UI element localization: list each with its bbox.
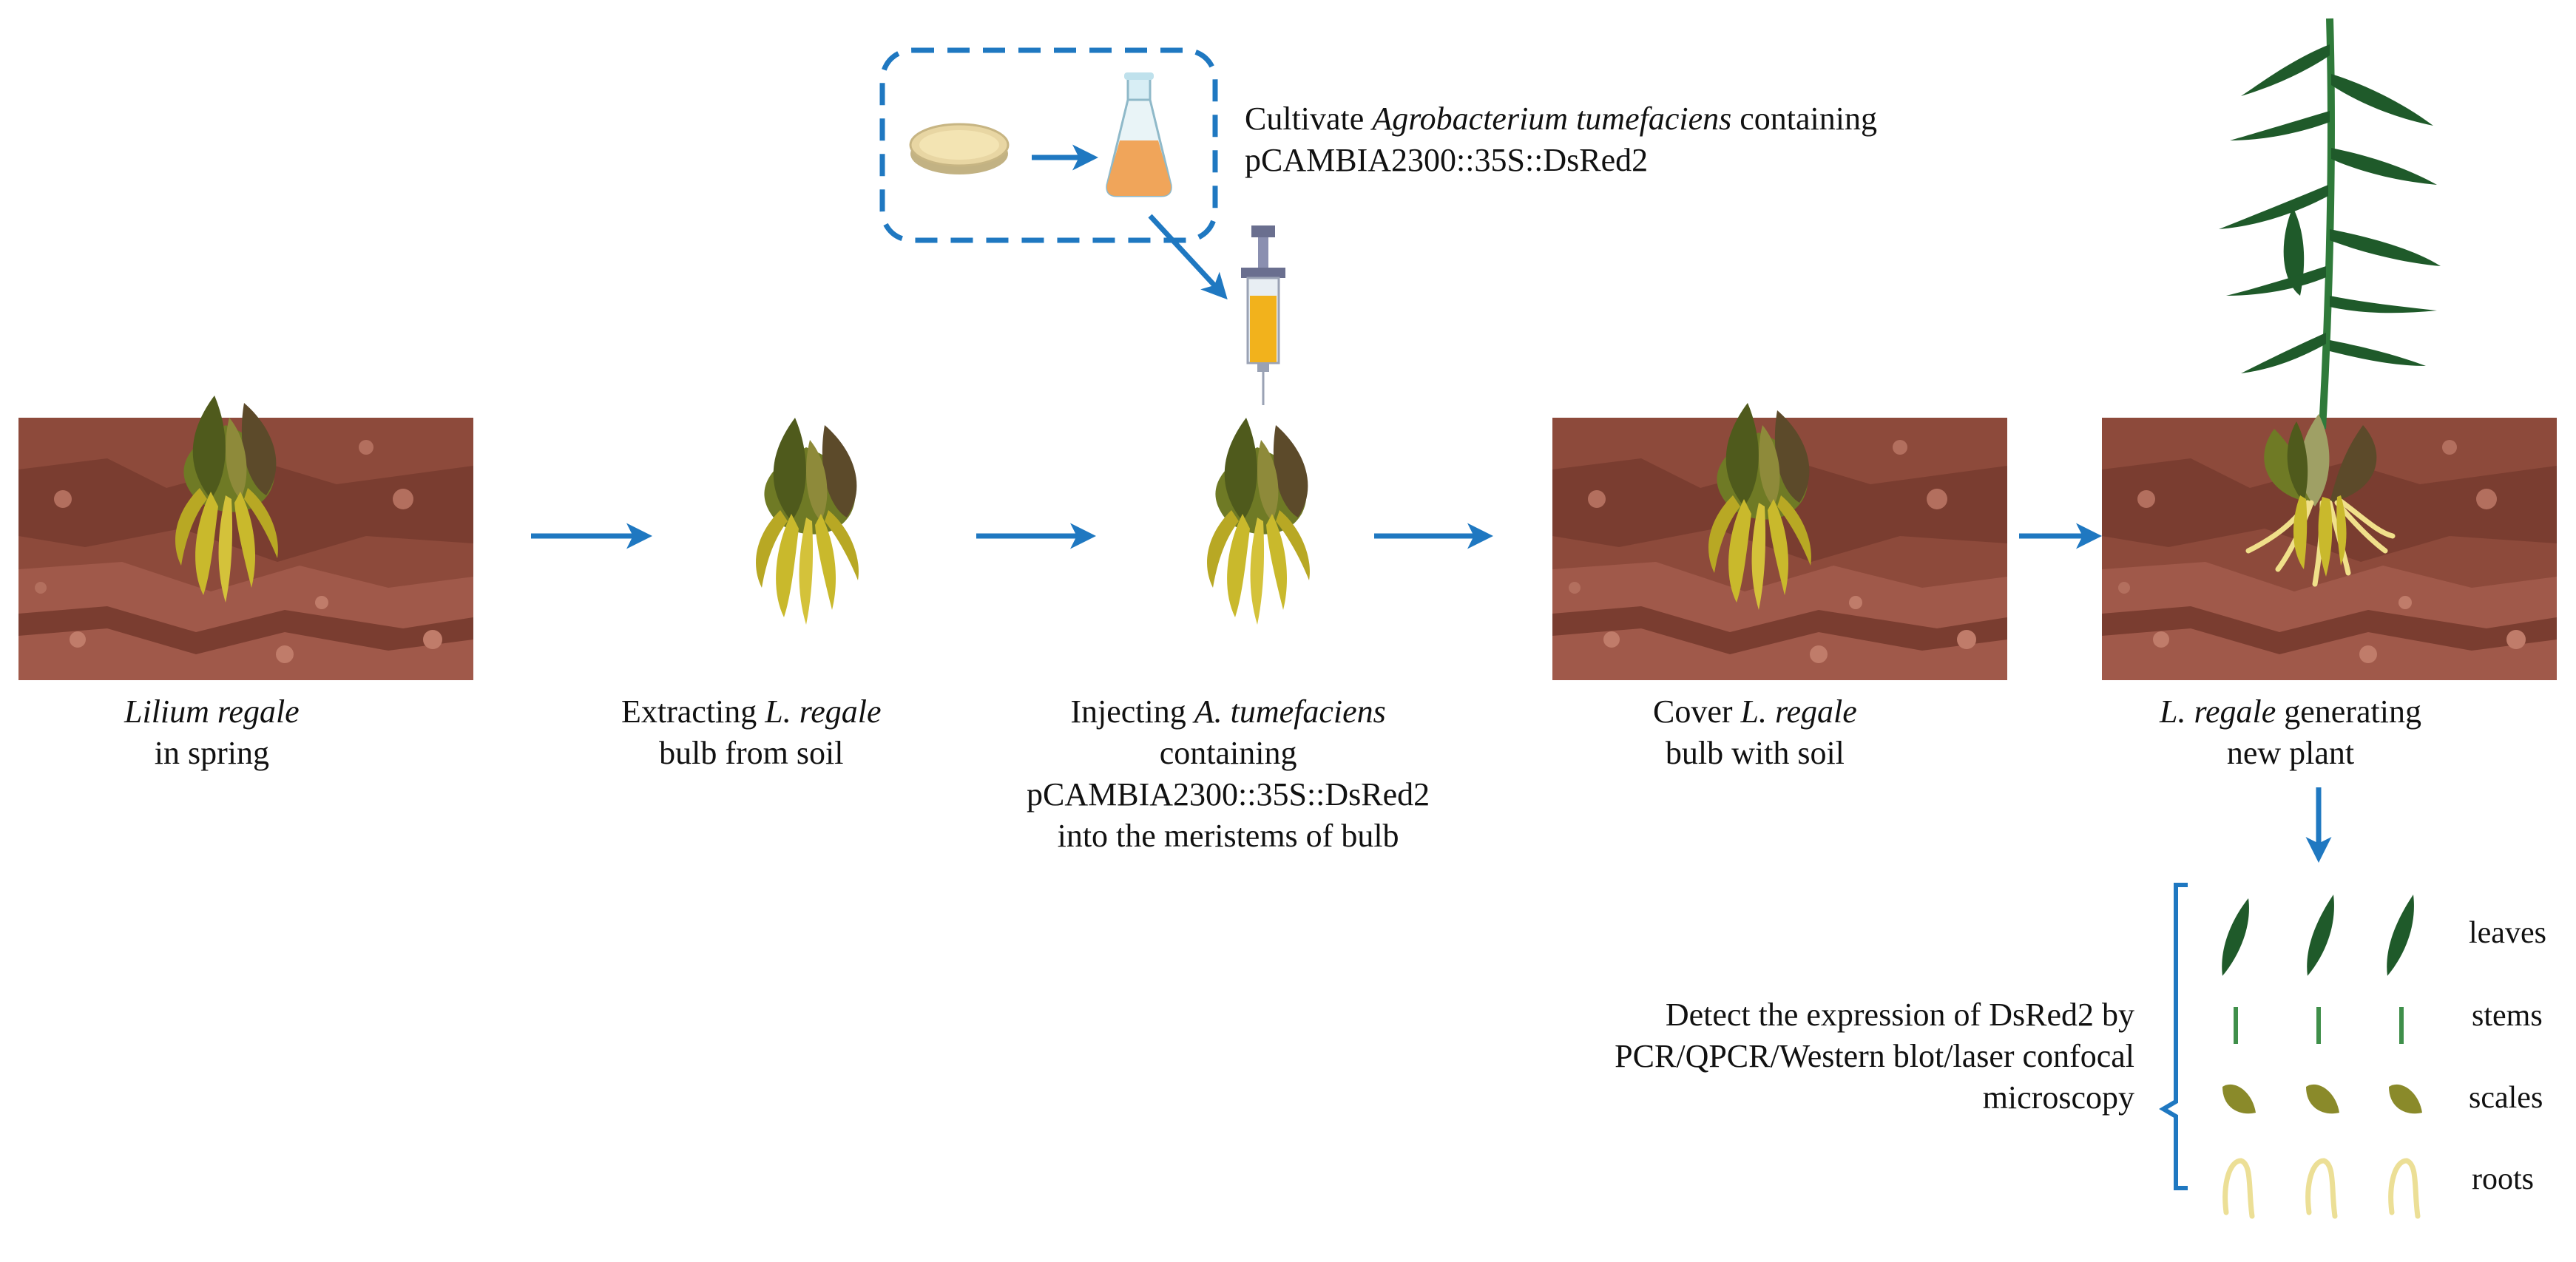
tissue-label-roots: roots <box>2472 1162 2534 1196</box>
detection-methods: Detect the expression of DsRed2 by PCR/Q… <box>1615 994 2134 1119</box>
leaf-icon <box>2222 895 2414 976</box>
culture-note: Cultivate Agrobacterium tumefaciens cont… <box>1245 98 1877 181</box>
step-3-text: Injecting <box>1070 693 1194 730</box>
bulb-icon <box>1207 418 1310 625</box>
tissue-label-scales: scales <box>2469 1081 2543 1115</box>
stem-icon <box>2234 1007 2404 1044</box>
step-3-line4: into the meristems of bulb <box>1057 818 1399 854</box>
step-3-caption: Injecting A. tumefaciens containing pCAM… <box>1027 691 1430 857</box>
step-3-line3: pCAMBIA2300::35S::DsRed2 <box>1027 776 1430 813</box>
petri-dish-icon <box>909 123 1010 174</box>
step-2-species: L. regale <box>765 693 882 730</box>
culture-note-plasmid: pCAMBIA2300::35S::DsRed2 <box>1245 142 1649 178</box>
culture-note-text: containing <box>1731 101 1877 137</box>
tissue-label-leaves: leaves <box>2469 916 2546 950</box>
flask-icon <box>1106 72 1172 197</box>
step-1-species: Lilium regale <box>124 693 300 730</box>
plant-icon <box>2219 18 2441 587</box>
bulb-icon <box>756 418 859 625</box>
step-5-line2: new plant <box>2226 735 2355 771</box>
detect-line1: Detect the expression of DsRed2 by <box>1665 997 2134 1033</box>
step-3-species: A. tumefaciens <box>1194 693 1386 730</box>
step-3-line2: containing <box>1159 735 1297 771</box>
step-4-line2: bulb with soil <box>1665 735 1845 771</box>
step-5-text: generating <box>2276 693 2421 730</box>
detect-line2: PCR/QPCR/Western blot/laser confocal <box>1615 1038 2134 1074</box>
step-4-species: L. regale <box>1740 693 1857 730</box>
step-5-caption: L. regale generating new plant <box>2160 691 2421 774</box>
step-5-species: L. regale <box>2160 693 2276 730</box>
culture-note-species: Agrobacterium tumefaciens <box>1372 101 1732 137</box>
syringe-icon <box>1241 225 1285 405</box>
step-1-caption: Lilium regale in spring <box>124 691 300 774</box>
step-1-line2: in spring <box>154 735 269 771</box>
detect-line3: microscopy <box>1982 1079 2134 1116</box>
step-2-line2: bulb from soil <box>659 735 844 771</box>
step-4-text: Cover <box>1653 693 1741 730</box>
step-2-caption: Extracting L. regale bulb from soil <box>621 691 882 774</box>
step-2-text: Extracting <box>621 693 765 730</box>
tissue-label-stems: stems <box>2472 999 2543 1033</box>
scale-icon <box>2222 1084 2422 1114</box>
bracket-icon <box>2159 883 2188 1190</box>
arrow-flask-to-syringe <box>1148 214 1228 300</box>
step-4-caption: Cover L. regale bulb with soil <box>1653 691 1857 774</box>
root-icon <box>2222 1158 2421 1219</box>
culture-note-text: Cultivate <box>1245 101 1373 137</box>
